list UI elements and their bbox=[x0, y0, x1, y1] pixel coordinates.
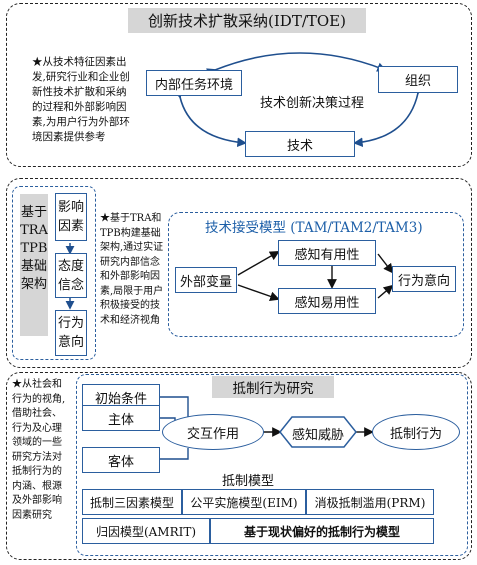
perceived-ease-of-use-box: 感知易用性 bbox=[278, 288, 376, 314]
influence-factors-box: 影响 因素 bbox=[55, 193, 87, 241]
attitude-belief-box: 态度 信念 bbox=[55, 253, 87, 298]
tam-behavioral-intention-box: 行为意向 bbox=[392, 266, 456, 292]
behavioral-intention-box: 行为 意向 bbox=[55, 310, 87, 356]
resistance-model-panel bbox=[76, 374, 468, 556]
tam-panel bbox=[6, 178, 472, 368]
perceived-usefulness-box: 感知有用性 bbox=[278, 240, 376, 266]
tam-model-panel bbox=[168, 212, 464, 337]
status-quo-bias-model-box: 基于现状偏好的抵制行为模型 bbox=[210, 518, 434, 544]
resistance-panel bbox=[6, 372, 472, 560]
resistance-behavior-ellipse: 抵制行为 bbox=[372, 414, 460, 450]
tech-innovation-decision-label: 技术创新决策过程 bbox=[260, 96, 365, 111]
organization-box: 组织 bbox=[378, 66, 458, 93]
internal-task-environment-box: 内部任务环境 bbox=[146, 70, 242, 96]
resistance-behavior-label: 抵制行为 bbox=[389, 426, 442, 442]
object-box: 客体 bbox=[82, 447, 160, 473]
tam-model-title: 技术接受模型 (TAM/TAM2/TAM3) bbox=[205, 220, 423, 236]
tra-tpb-basis-label: 基于 TRA TPB 基础 架构 bbox=[20, 194, 48, 336]
subject-box: 主体 bbox=[82, 405, 160, 431]
tam-note: ★基于TRA和 TPB构建基础 架构,通过实证 研究内部信念 和外部影响因 素,… bbox=[100, 213, 164, 326]
idt-toe-note: ★从技术特征因素出 发,研究行业和企业创 新性技术扩散和采纳 的过程和外部影响因… bbox=[32, 56, 130, 143]
interaction-ellipse: 交互作用 bbox=[162, 414, 264, 450]
tra-tpb-inner-panel bbox=[12, 186, 96, 360]
resistance-note: ★从社会和 行为的视角, 借助社会、 行为及心理 领域的一些 研究方法对 抵制行… bbox=[12, 379, 66, 521]
passive-resistance-misuse-box: 消极抵制滥用(PRM) bbox=[306, 489, 434, 515]
equity-implementation-model-box: 公平实施模型(EIM) bbox=[182, 489, 306, 515]
idt-toe-panel bbox=[6, 3, 472, 167]
technology-box: 技术 bbox=[245, 131, 355, 157]
interaction-label: 交互作用 bbox=[186, 426, 239, 442]
external-variables-box: 外部变量 bbox=[175, 267, 237, 293]
three-factor-model-box: 抵制三因素模型 bbox=[82, 489, 182, 515]
perceived-threat-label: 感知威胁 bbox=[291, 428, 344, 443]
idt-toe-title: 创新技术扩散采纳(IDT/TOE) bbox=[128, 8, 366, 33]
resistance-research-title: 抵制行为研究 bbox=[212, 376, 334, 398]
resistance-models-label: 抵制模型 bbox=[222, 474, 275, 489]
attribution-model-box: 归因模型(AMRIT) bbox=[82, 518, 210, 544]
